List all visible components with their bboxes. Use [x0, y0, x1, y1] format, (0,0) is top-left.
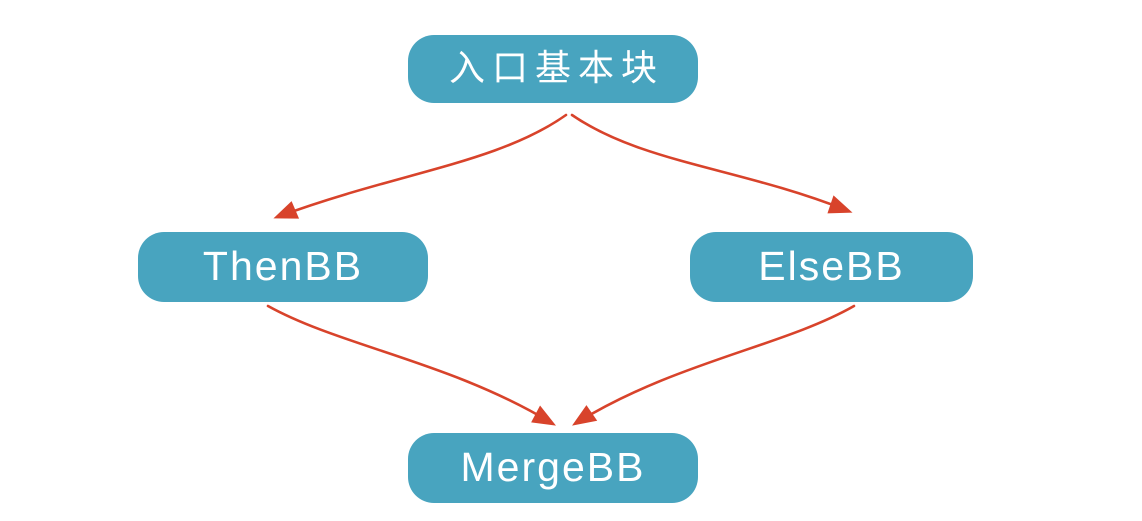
node-mergebb: MergeBB	[408, 433, 698, 503]
edge-thenbb-to-mergebb	[266, 304, 557, 426]
node-thenbb-label: ThenBB	[202, 242, 364, 289]
node-elsebb: ElseBB	[690, 232, 973, 302]
node-entry-basic-block: 入口基本块	[408, 35, 698, 103]
edge-entry-to-thenbb	[273, 113, 568, 219]
edge-entry-to-elsebb	[570, 113, 853, 214]
node-mergebb-label: MergeBB	[460, 443, 646, 490]
node-entry-label: 入口基本块	[448, 47, 664, 88]
node-thenbb: ThenBB	[138, 232, 428, 302]
edge-elsebb-to-mergebb	[572, 304, 856, 426]
node-elsebb-label: ElseBB	[758, 242, 905, 289]
